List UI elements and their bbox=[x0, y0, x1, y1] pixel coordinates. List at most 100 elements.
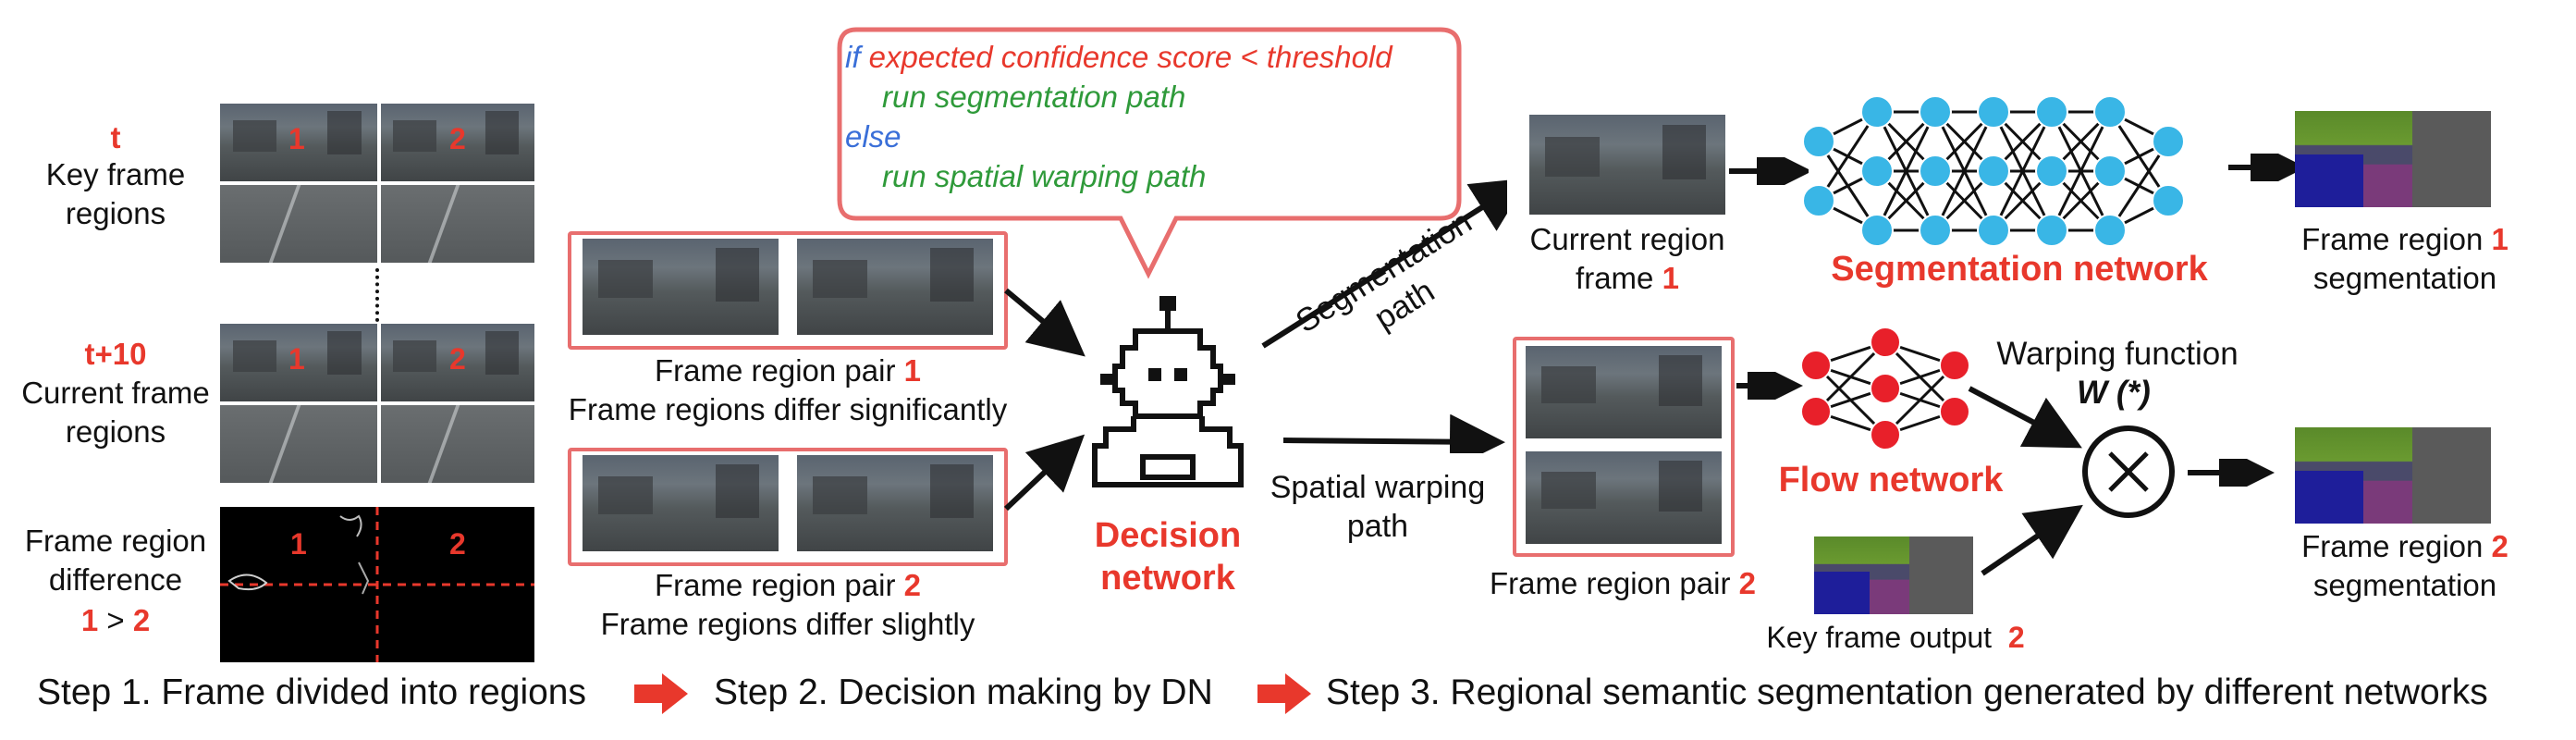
out2-label: Frame region bbox=[2301, 529, 2484, 563]
pair-1-caption: Frame region pair 1 Frame regions differ… bbox=[566, 352, 1010, 429]
key-frame-output-caption: Key frame output 2 bbox=[1738, 618, 2053, 657]
pair-2-image-b bbox=[797, 455, 993, 551]
out1-line-1: Frame region 1 bbox=[2271, 220, 2539, 259]
pair-2-caption: Frame region pair 2 Frame regions differ… bbox=[566, 566, 1010, 644]
condition-bubble bbox=[837, 27, 1462, 279]
bubble-condition: expected confidence score < threshold bbox=[868, 40, 1392, 74]
step3-pair2-label: Frame region pair bbox=[1490, 566, 1731, 600]
path-arrows bbox=[1261, 178, 1507, 453]
pair-2-title: Frame region pair 2 bbox=[566, 566, 1010, 605]
warping-path-arrow bbox=[1282, 413, 1505, 453]
warp-multiply-icon bbox=[2082, 426, 2175, 518]
pair-1-label: Frame region pair bbox=[655, 353, 896, 388]
current-frame-region-3 bbox=[220, 405, 377, 483]
arrows-into-dn bbox=[1003, 288, 1086, 512]
out1-label: Frame region bbox=[2301, 222, 2484, 256]
cur-region-frame-word: frame bbox=[1576, 261, 1654, 295]
key-frame-output-image bbox=[1814, 536, 1973, 614]
current-frame-label: Current frame regions bbox=[9, 374, 222, 451]
flow-network-label: Flow network bbox=[1778, 461, 2004, 500]
arrow-pair2-to-dn bbox=[1003, 434, 1086, 512]
diff-compare-b: 2 bbox=[132, 603, 151, 637]
output-1-segmentation-image bbox=[2295, 111, 2491, 207]
segmentation-network-graph bbox=[1802, 95, 2185, 247]
current-frame-label-text: Current frame regions bbox=[21, 376, 210, 449]
seg-net-edge bbox=[1817, 111, 1879, 202]
current-region-frame-image bbox=[1529, 115, 1725, 215]
diff-compare: 1 > 2 bbox=[55, 601, 176, 640]
key-frame-region-1 bbox=[220, 104, 377, 181]
arrow-flow-to-warp bbox=[1968, 386, 2082, 449]
seg-net-node bbox=[1860, 95, 1894, 129]
warping-path-label: Spatial warping path bbox=[1257, 468, 1498, 546]
seg-net-node bbox=[2035, 95, 2068, 129]
segmentation-network-label: Segmentation network bbox=[1831, 250, 2208, 289]
seg-net-node bbox=[1860, 214, 1894, 247]
seg-net-node bbox=[2093, 214, 2127, 247]
diff-compare-op: > bbox=[106, 603, 125, 637]
step-3-text: Step 3. Regional semantic segmentation g… bbox=[1326, 672, 2488, 712]
current-frame-region-1 bbox=[220, 324, 377, 401]
current-region-caption: Current region frame 1 bbox=[1498, 220, 1757, 298]
pair-1-image-a bbox=[583, 239, 779, 335]
bubble-line-else-action: run spatial warping path bbox=[882, 159, 1207, 193]
difference-image: 1 2 bbox=[220, 507, 534, 662]
step3-pair-2-image-b bbox=[1526, 451, 1722, 544]
arrow-to-flow-network bbox=[1736, 372, 1803, 400]
out2-line-1: Frame region 2 bbox=[2271, 527, 2539, 566]
if-keyword: if bbox=[845, 40, 861, 74]
output-2-segmentation-image bbox=[2295, 427, 2491, 524]
key-region-2-num: 2 bbox=[449, 122, 466, 155]
step-1-text: Step 1. Frame divided into regions bbox=[37, 672, 586, 712]
flow-net-node bbox=[1870, 419, 1901, 450]
current-frame-region-4 bbox=[381, 405, 534, 483]
bubble-text: if expected confidence score < threshold… bbox=[845, 37, 1455, 196]
seg-net-node bbox=[1802, 125, 1835, 158]
out2-line-2: segmentation bbox=[2312, 568, 2497, 602]
ellipsis-dots bbox=[375, 268, 383, 322]
output-1-caption: Frame region 1 segmentation bbox=[2271, 220, 2539, 298]
flow-net-edge bbox=[1814, 340, 1887, 413]
out1-line-2: segmentation bbox=[2312, 261, 2497, 295]
seg-net-node bbox=[1802, 184, 1835, 217]
seg-net-node bbox=[1977, 154, 2010, 188]
seg-net-edge bbox=[1992, 111, 2054, 231]
seg-net-node bbox=[2093, 154, 2127, 188]
seg-net-node bbox=[1860, 154, 1894, 188]
dn-line-1: Decision bbox=[1094, 516, 1242, 555]
seg-net-node bbox=[2035, 154, 2068, 188]
out2-num: 2 bbox=[2491, 529, 2509, 563]
cur-region-line-1: Current region bbox=[1529, 222, 1725, 256]
step3-pair-2-box bbox=[1513, 337, 1735, 557]
step-arrow-1-icon bbox=[634, 673, 688, 714]
step3-pair-2-image-a bbox=[1526, 346, 1722, 438]
seg-net-node bbox=[1919, 154, 1952, 188]
flow-network-graph bbox=[1800, 327, 1970, 450]
arrow-to-output-2 bbox=[2188, 459, 2275, 487]
current-region-1-num: 1 bbox=[288, 342, 305, 376]
step-2-text: Step 2. Decision making by DN bbox=[714, 672, 1213, 712]
flow-net-node bbox=[1800, 396, 1832, 427]
warp-arrows bbox=[1968, 386, 2083, 576]
flow-net-node bbox=[1870, 373, 1901, 404]
cur-region-line-2: frame 1 bbox=[1498, 259, 1757, 298]
pair-2-desc: Frame regions differ slightly bbox=[600, 607, 975, 641]
flow-net-node bbox=[1800, 350, 1832, 381]
flow-net-node bbox=[1939, 350, 1970, 381]
pair-1-box bbox=[568, 231, 1008, 350]
key-frame-region-3 bbox=[220, 185, 377, 263]
warping-function-label: Warping function bbox=[1996, 336, 2239, 372]
pair-1-image-b bbox=[797, 239, 993, 335]
segmentation-path-arrow bbox=[1261, 178, 1507, 349]
pair-1-title: Frame region pair 1 bbox=[566, 352, 1010, 390]
multiply-cross bbox=[2108, 451, 2149, 492]
seg-net-node bbox=[1977, 214, 2010, 247]
seg-net-node bbox=[2152, 184, 2185, 217]
seg-net-edge bbox=[2050, 111, 2112, 231]
flow-net-node bbox=[1870, 327, 1901, 358]
pair-2-label: Frame region pair bbox=[655, 568, 896, 602]
step3-pair-2-caption: Frame region pair 2 bbox=[1470, 564, 1775, 603]
key-output-label: Key frame output bbox=[1766, 621, 1993, 654]
diff-region-2-num: 2 bbox=[449, 527, 466, 561]
output-2-caption: Frame region 2 segmentation bbox=[2271, 527, 2539, 605]
